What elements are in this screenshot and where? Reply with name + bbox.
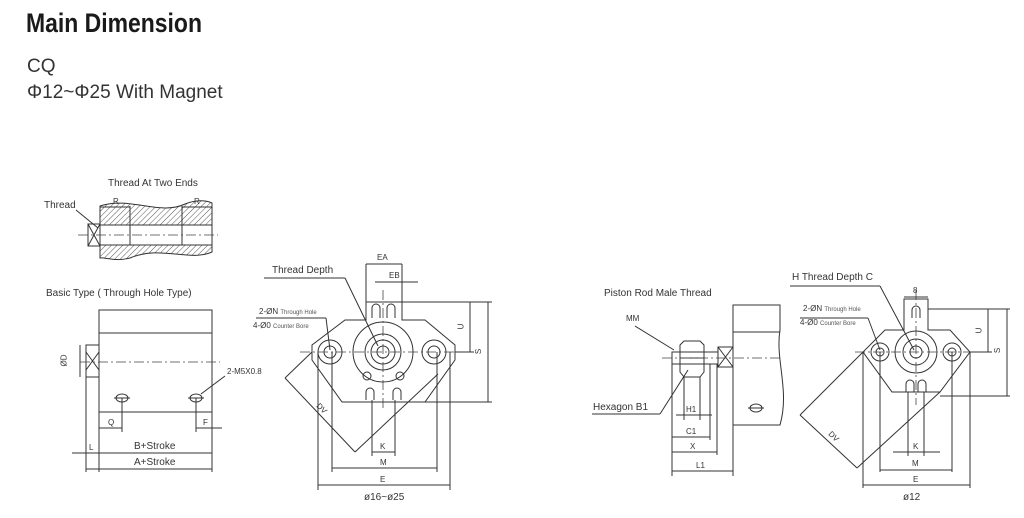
m-dim: M xyxy=(380,458,387,467)
b-stroke-dim: B+Stroke xyxy=(134,441,176,452)
s-dim: S xyxy=(474,348,484,355)
thread-depth-label: Thread Depth xyxy=(272,265,334,276)
basic-type-title: Basic Type ( Through Hole Type) xyxy=(46,288,192,299)
r-dim-right: R xyxy=(194,197,200,206)
f-dim: F xyxy=(203,418,208,427)
s-dim-12: S xyxy=(993,347,1003,354)
rod-thread-title: Piston Rod Male Thread xyxy=(604,288,712,299)
k-dim-12: K xyxy=(913,442,919,451)
thread-detail-drawing xyxy=(75,200,218,261)
n-hole-note-12: Through Hole xyxy=(824,307,861,313)
e-dim-12: E xyxy=(913,475,919,484)
l1-dim: L1 xyxy=(696,461,705,470)
n-hole-label: 2-ØN xyxy=(259,307,279,316)
x-dim: X xyxy=(690,442,696,451)
rod-thread-drawing xyxy=(592,304,785,476)
q-dim: Q xyxy=(108,418,115,427)
ea-dim: EA xyxy=(377,253,388,262)
c1-dim: C1 xyxy=(686,427,697,436)
model-subtitle: Φ12~Φ25 With Magnet xyxy=(27,82,223,103)
u-dim: U xyxy=(456,323,466,330)
u-dim-12: U xyxy=(974,327,984,334)
h-thread-depth-label: H Thread Depth C xyxy=(792,272,873,283)
basic-type-drawing xyxy=(72,309,226,472)
l-dim: L xyxy=(89,443,94,452)
o-bore-label: 4-Ø0 xyxy=(253,321,271,330)
front-view-12-drawing xyxy=(790,285,1010,488)
r-dim-left: R xyxy=(113,197,119,206)
thread-label: Thread xyxy=(44,200,76,211)
hexagon-label: Hexagon B1 xyxy=(593,402,649,413)
width-8-dim: 8 xyxy=(913,286,918,295)
model-name: CQ xyxy=(27,56,56,77)
a-stroke-dim: A+Stroke xyxy=(134,457,176,468)
e-dim: E xyxy=(380,475,386,484)
mm-label: MM xyxy=(626,314,640,323)
h1-dim: H1 xyxy=(686,405,697,414)
n-hole-note: Through Hole xyxy=(280,310,317,316)
page-title: Main Dimension xyxy=(26,8,202,38)
n-hole-label-12: 2-ØN xyxy=(803,304,823,313)
thread-detail-title: Thread At Two Ends xyxy=(108,178,198,189)
caption-16-25: ø16~ø25 xyxy=(364,492,405,503)
caption-12: ø12 xyxy=(903,492,921,503)
front-view-16-25-drawing xyxy=(256,263,492,490)
k-dim: K xyxy=(380,442,386,451)
port-thread-label: 2-M5X0.8 xyxy=(227,367,262,376)
o-bore-note: Counter Bore xyxy=(273,324,309,330)
o-bore-note-12: Counter Bore xyxy=(820,321,856,327)
eb-dim: EB xyxy=(389,271,400,280)
o-bore-label-12: 4-Ø0 xyxy=(800,318,818,327)
d-dim: ØD xyxy=(59,354,69,367)
m-dim-12: M xyxy=(912,459,919,468)
